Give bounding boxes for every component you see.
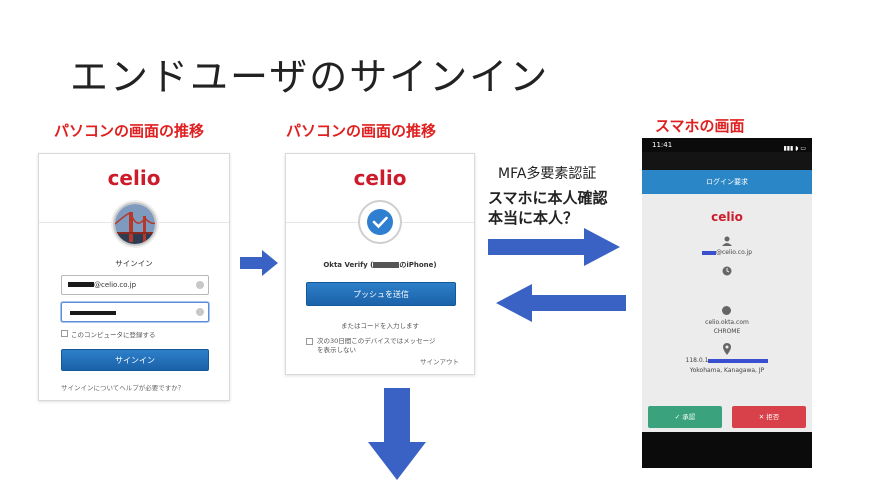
request-ip: 118.0.1 (642, 357, 812, 364)
redaction-bar (70, 311, 116, 315)
phone-frame: 11:41 ▮▮▮ ◗ ▭ ログイン要求 celio @celio.co.jp … (642, 138, 812, 468)
deny-label: 拒否 (766, 413, 780, 421)
request-email: @celio.co.jp (642, 249, 812, 256)
username-input[interactable]: @celio.co.jp (61, 275, 209, 295)
check-icon (372, 216, 388, 229)
clear-input-icon[interactable] (196, 281, 204, 289)
device-label: Okta Verify ( のiPhone) (286, 260, 474, 270)
redaction-bar (68, 282, 94, 287)
request-location: Yokohama, Kanagawa, JP (689, 367, 765, 374)
approve-button[interactable]: ✓ 承認 (648, 406, 722, 428)
avatar (113, 202, 157, 246)
remember-label: このコンピュータに登録する (71, 331, 156, 339)
caption-pc-2: パソコンの画面の推移 (286, 122, 437, 140)
skip-label: 次の30日間このデバイスではメッセージを表示しない (317, 337, 436, 354)
device-label-suffix: のiPhone) (399, 261, 437, 269)
signout-link[interactable]: サインアウト (420, 358, 459, 366)
signin-heading: サインイン (115, 259, 153, 268)
request-email-value: @celio.co.jp (715, 249, 753, 256)
skip-checkbox[interactable] (306, 338, 313, 345)
redaction-bar (708, 358, 769, 363)
redaction-bar (373, 262, 400, 268)
golden-gate-avatar-icon (115, 204, 155, 244)
login-request-header: ログイン要求 (642, 170, 812, 194)
deny-button[interactable]: ✕ 拒否 (732, 406, 806, 428)
device-label-prefix: Okta Verify ( (323, 261, 374, 269)
request-browser: CHROME (713, 328, 741, 335)
help-link[interactable]: サインインについてヘルプが必要ですか？ (61, 384, 185, 392)
remember-checkbox[interactable] (61, 330, 68, 337)
left-arrow-icon (496, 284, 626, 322)
request-ip-value: 118.0.1 (685, 357, 709, 364)
phone-screen (642, 170, 812, 432)
slide-title: エンドユーザのサインイン (70, 55, 550, 99)
right-arrow-icon (240, 250, 278, 276)
celio-logo: celio (353, 166, 407, 190)
globe-icon (722, 306, 731, 315)
close-icon: ✕ (758, 413, 767, 421)
user-icon (722, 236, 732, 246)
enter-code-link[interactable]: またはコードを入力します (341, 322, 419, 330)
password-input[interactable] (61, 302, 209, 322)
username-value: @celio.co.jp (94, 281, 137, 289)
signin-button[interactable]: サインイン (61, 349, 209, 371)
status-bar: 11:41 ▮▮▮ ◗ ▭ (642, 138, 812, 152)
okta-verify-badge (358, 200, 402, 244)
celio-logo: celio (107, 166, 161, 190)
mfa-check-label: スマホに本人確認 (488, 189, 608, 207)
status-time: 11:41 (652, 141, 673, 149)
request-domain: celio.okta.com (705, 319, 749, 326)
right-arrow-icon (488, 228, 620, 266)
clear-input-icon[interactable] (196, 308, 204, 316)
redaction-bar (701, 250, 716, 255)
battery-icon: ▮▮▮ ◗ ▭ (783, 145, 806, 152)
mfa-question-label: 本当に本人？ (488, 209, 579, 227)
location-pin-icon (723, 343, 731, 355)
check-icon: ✓ (674, 413, 683, 421)
celio-logo: celio (711, 210, 743, 224)
caption-pc-1: パソコンの画面の推移 (54, 122, 205, 140)
send-push-button[interactable]: プッシュを送信 (306, 282, 456, 306)
approve-label: 承認 (682, 413, 696, 421)
down-arrow-icon (368, 388, 426, 480)
caption-phone: スマホの画面 (655, 117, 745, 135)
clock-icon (722, 266, 732, 276)
mfa-label: MFA多要素認証 (498, 166, 597, 182)
verify-card: celio Okta Verify ( のiPhone) プッシュを送信 またはコ… (285, 153, 475, 375)
signin-card: celio サインイン @celio.co.jp このコンピュータに登録する サ… (38, 153, 230, 401)
